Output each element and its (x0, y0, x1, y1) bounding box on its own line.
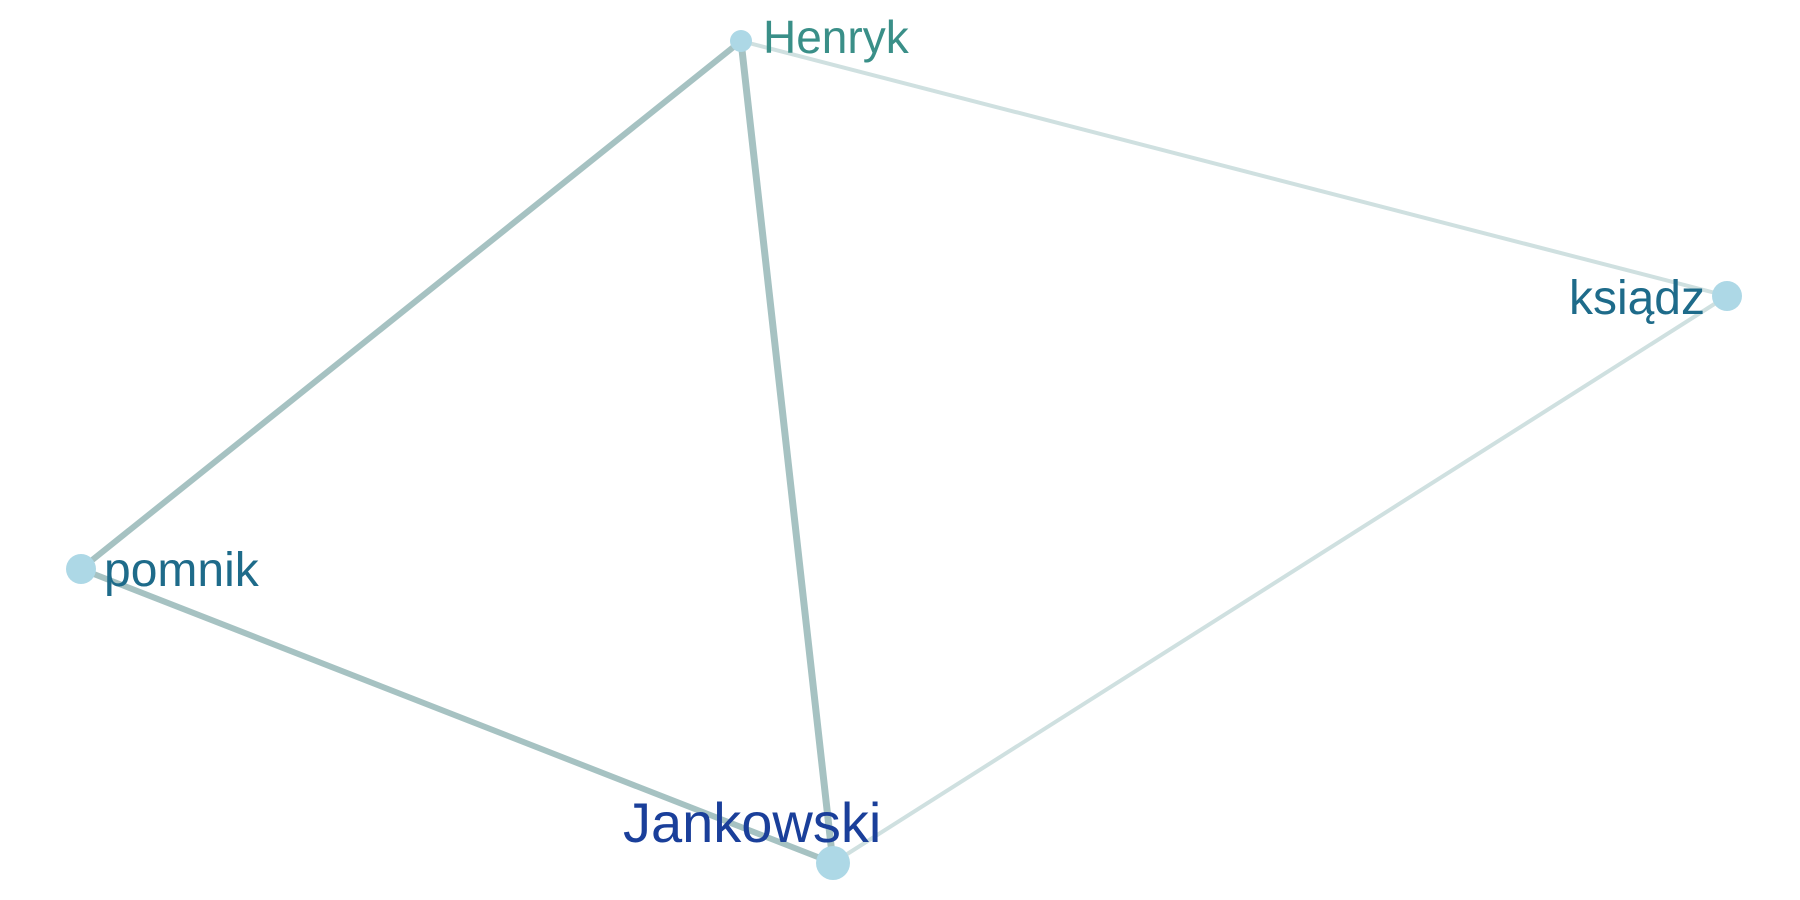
edge-henryk-ksiadz (739, 39, 1729, 298)
node-ksiadz (1712, 281, 1742, 311)
edges-layer (78, 37, 1729, 867)
node-jankowski (816, 846, 850, 880)
nodes-layer (66, 30, 1742, 880)
node-henryk (730, 30, 752, 52)
labels-layer: Henryk ksiądz pomnik Jankowski (104, 11, 1705, 854)
edge-henryk-jankowski (737, 37, 837, 867)
label-pomnik: pomnik (104, 544, 260, 597)
edge-pomnik-jankowski (78, 566, 836, 866)
edge-ksiadz-jankowski (831, 294, 1729, 865)
node-pomnik (66, 554, 96, 584)
label-ksiadz: ksiądz (1569, 272, 1705, 325)
edge-henryk-pomnik (78, 38, 744, 572)
label-jankowski: Jankowski (623, 791, 881, 854)
label-henryk: Henryk (763, 11, 910, 63)
